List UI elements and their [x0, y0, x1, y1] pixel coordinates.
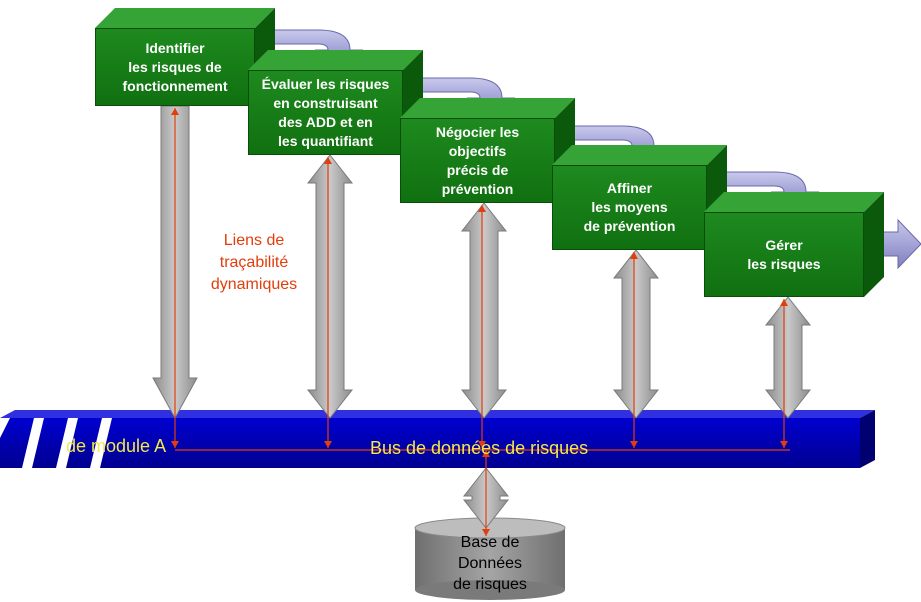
bus-break-1	[0, 418, 10, 438]
step-box-top-5	[704, 192, 884, 212]
trace-tick-top-3	[478, 205, 486, 212]
trace-tick-bottom-2	[324, 441, 332, 448]
trace-db-tick-top	[482, 450, 490, 457]
step-box-2: Évaluer les risques en construisant des …	[248, 70, 403, 155]
link-arrow-5	[764, 296, 812, 419]
step-box-top-2	[248, 50, 423, 70]
bus-side-face	[860, 410, 875, 468]
bus-break-3	[56, 418, 78, 468]
trace-tick-top-4	[630, 252, 638, 259]
link-arrow-4	[612, 249, 660, 419]
step-box-top-4	[552, 145, 727, 165]
database-label: Base de Données de risques	[453, 534, 527, 593]
trace-tick-bottom-4	[630, 441, 638, 448]
trace-tick-top-5	[780, 299, 788, 306]
trace-tick-top-2	[324, 157, 332, 164]
step-box-4: Affiner les moyens de prévention	[552, 165, 707, 250]
trace-tick-bottom-5	[780, 441, 788, 448]
bus-left-label: de module A	[66, 436, 167, 456]
step-box-top-3	[400, 98, 575, 118]
trace-tick-bottom-1	[171, 441, 179, 448]
bus-center-label: Bus de données de risques	[370, 438, 589, 458]
step-box-3: Négocier les objectifs précis de prévent…	[400, 118, 555, 203]
traceability-label: Liens de traçabilité dynamiques	[210, 232, 298, 293]
trace-tick-bottom-3	[478, 441, 486, 448]
step-box-5: Gérer les risques	[704, 212, 864, 297]
trace-db-tick-bottom	[482, 529, 490, 536]
bus-top-face	[0, 410, 875, 418]
risk-data-bus	[0, 410, 875, 468]
step-box-top-1	[95, 8, 275, 28]
bus-break-4	[90, 418, 112, 468]
db-bottom	[415, 580, 565, 600]
link-arrow-3	[460, 202, 508, 419]
trace-tick-top-1	[171, 108, 179, 115]
step-box-1: Identifier les risques de fonctionnement	[95, 28, 255, 106]
link-arrow-2	[306, 154, 354, 419]
database-cylinder	[414, 517, 566, 600]
bus-front-face	[0, 418, 860, 468]
step-box-side-5	[864, 192, 884, 297]
bus-break-2	[22, 418, 44, 468]
